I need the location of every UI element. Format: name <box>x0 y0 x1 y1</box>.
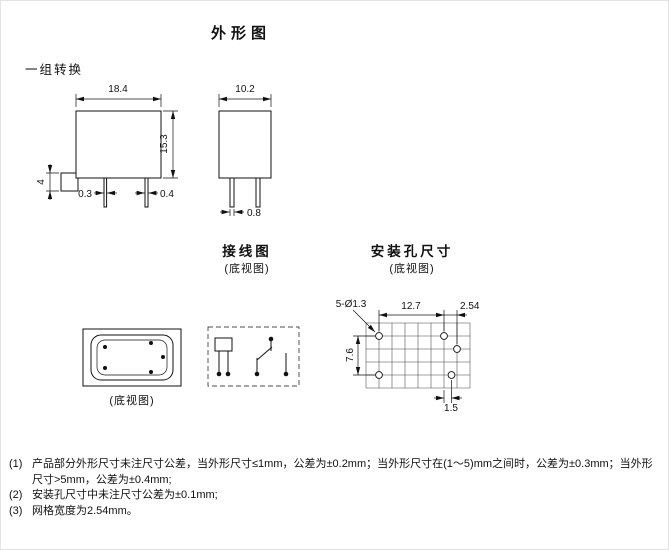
wiring-section-title: 接线图 <box>222 244 272 259</box>
note-2: (2) 安装孔尺寸中未注尺寸公差为±0.1mm; <box>9 488 661 504</box>
wiring-diagram <box>207 326 300 387</box>
dim-pin-thickness-2: 0.4 <box>160 189 174 200</box>
dim-holes-callout: 5-Ø1.3 <box>336 299 367 310</box>
com-contact-pin <box>254 371 260 377</box>
bottom-view-seam-line <box>96 339 168 376</box>
note-3-text: 网格宽度为2.54mm。 <box>32 504 138 517</box>
mounting-flange-outline <box>60 172 79 192</box>
wiring-diagram-border <box>207 326 300 387</box>
dim-hole-offset: 1.5 <box>444 403 458 414</box>
front-view-drawing: 10.2 0.8 <box>218 84 272 219</box>
pin-side-2 <box>144 177 149 208</box>
pin-front-1 <box>229 177 235 208</box>
mounting-hole-drawing: 12.7 2.54 5-Ø1.3 7.6 1.5 <box>336 299 480 414</box>
bottom-view-outer-outline <box>82 328 182 387</box>
note-2-marker: (2) <box>9 489 23 501</box>
note-1: (1) 产品部分外形尺寸未注尺寸公差，当外形尺寸≤1mm，公差为±0.2mm；当… <box>9 457 661 488</box>
note-2-text: 安装孔尺寸中未注尺寸公差为±0.1mm; <box>32 489 218 501</box>
dim-pin-width: 0.8 <box>247 208 261 219</box>
mounting-hole <box>440 332 448 340</box>
dim-pin-thickness-1: 0.3 <box>78 189 92 200</box>
coil-pin-1 <box>216 371 222 377</box>
variant-label: 一组转换 <box>25 63 84 77</box>
bottom-view-caption: (底视图) <box>109 395 155 407</box>
side-view-drawing: 18.4 15.3 4 0.3 0.4 <box>36 84 178 208</box>
page-title: 外形图 <box>211 25 272 42</box>
dim-body-width: 18.4 <box>108 84 128 95</box>
mounting-section-subtitle: (底视图) <box>389 263 435 275</box>
mounting-hole <box>375 332 383 340</box>
pin-side-1 <box>103 177 108 208</box>
mounting-hole <box>447 371 456 379</box>
relay-body-front-outline <box>218 110 272 179</box>
note-3: (3) 网格宽度为2.54mm。 <box>9 504 661 520</box>
movable-contact-arm <box>256 346 273 361</box>
note-1-text: 产品部分外形尺寸未注尺寸公差，当外形尺寸≤1mm，公差为±0.2mm；当外形尺寸… <box>32 458 653 486</box>
nc-contact-pin <box>268 336 274 342</box>
dim-grid-step: 2.54 <box>460 301 480 312</box>
mounting-section-title: 安装孔尺寸 <box>370 244 454 259</box>
dim-hole-pitch-v: 7.6 <box>345 348 356 362</box>
wiring-section-subtitle: (底视图) <box>224 263 270 275</box>
mounting-hole <box>453 345 461 353</box>
notes: (1) 产品部分外形尺寸未注尺寸公差，当外形尺寸≤1mm，公差为±0.2mm；当… <box>9 457 661 519</box>
bottom-view-inner-outline <box>90 334 174 381</box>
no-contact-pin <box>283 371 289 377</box>
relay-body-side-outline <box>75 110 162 179</box>
coil-pin-2 <box>225 371 231 377</box>
dim-body-height: 15.3 <box>159 134 170 154</box>
bottom-view-drawing <box>82 328 182 387</box>
dim-flange-height: 4 <box>36 179 47 185</box>
grid-2.54mm <box>365 322 471 389</box>
pin-front-2 <box>255 177 261 208</box>
mounting-hole <box>375 371 383 379</box>
dim-case-width: 10.2 <box>235 84 255 95</box>
dim-hole-pitch-h: 12.7 <box>401 301 421 312</box>
coil-symbol <box>214 337 233 352</box>
note-1-marker: (1) <box>9 458 23 470</box>
note-3-marker: (3) <box>9 504 23 517</box>
